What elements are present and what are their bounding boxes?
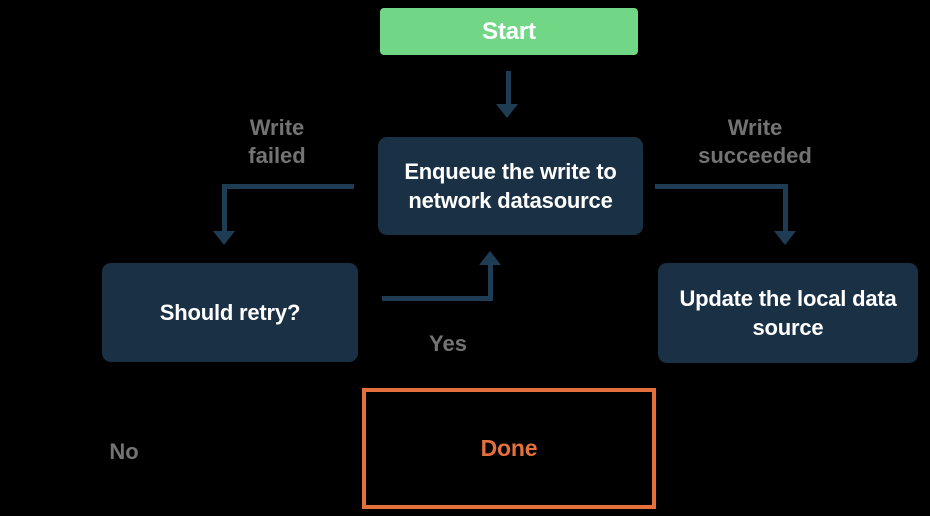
enqueue-write-node: Enqueue the write to network datasource: [378, 137, 643, 235]
yes-edge-label: Yes: [429, 331, 467, 356]
write-failed-edge-label: Write failed: [248, 115, 306, 168]
arrowhead-up-icon: [479, 251, 501, 265]
arrow-shaft: [655, 184, 788, 189]
should-retry-node: Should retry?: [102, 263, 358, 362]
update-local-data-source-node: Update the local data source: [658, 263, 918, 363]
arrow-shaft: [506, 71, 511, 104]
arrow-shaft: [222, 184, 354, 189]
done-node: Done: [362, 388, 656, 509]
arrowhead-down-icon: [774, 231, 796, 245]
arrow-shaft: [222, 184, 227, 231]
start-node: Start: [380, 8, 638, 55]
arrow-shaft: [382, 296, 493, 301]
arrow-shaft: [488, 265, 493, 301]
arrowhead-down-icon: [496, 104, 518, 118]
no-edge-label: No: [109, 439, 139, 464]
arrowhead-down-icon: [213, 231, 235, 245]
write-succeeded-edge-label: Write succeeded: [698, 115, 812, 168]
arrow-shaft: [783, 184, 788, 231]
